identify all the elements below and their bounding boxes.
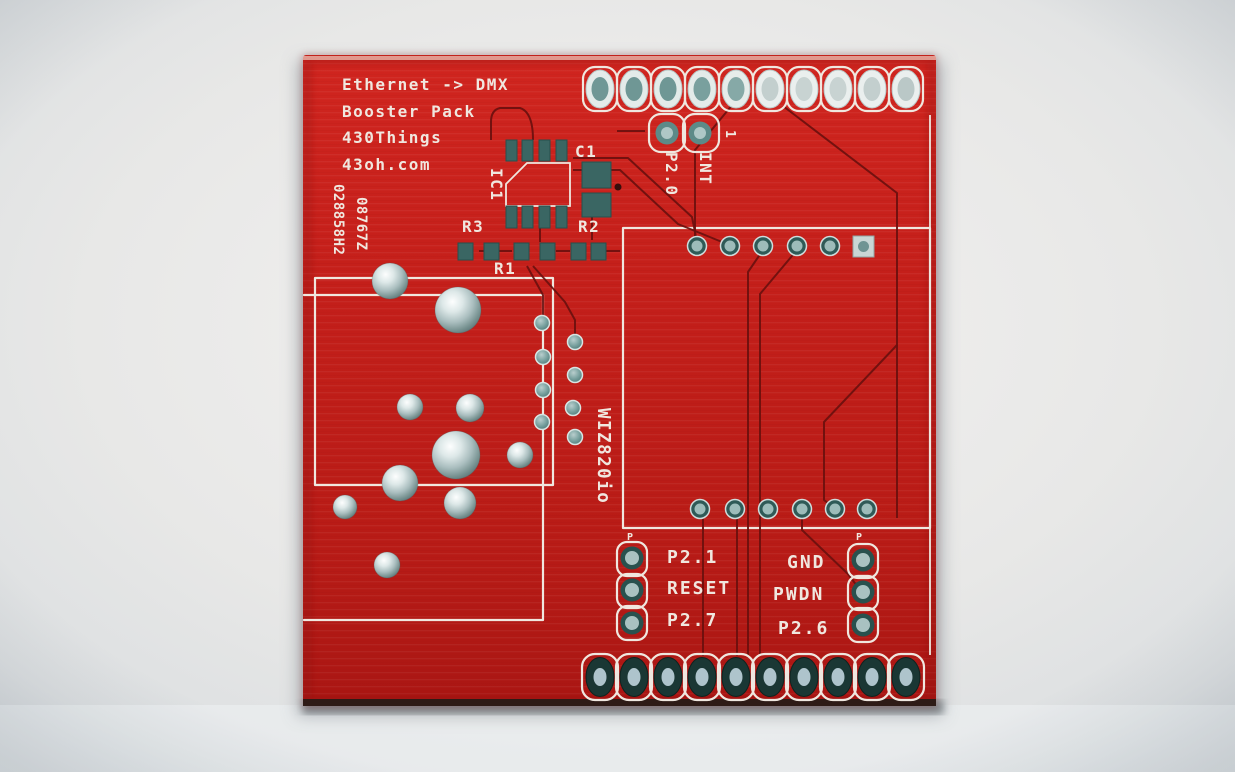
- pcb-photo: Ethernet -> DMX Booster Pack 430Things 4…: [0, 0, 1235, 772]
- photo-vignette: [0, 0, 1235, 772]
